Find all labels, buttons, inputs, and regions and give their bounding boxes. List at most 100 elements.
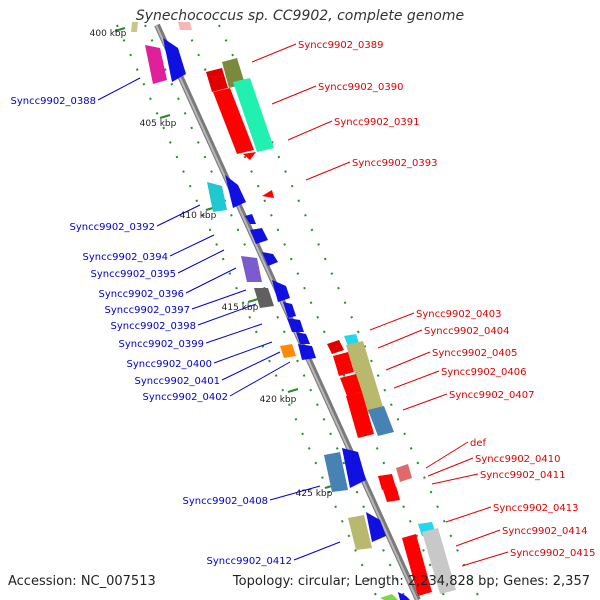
- gene-feature-0396a[interactable]: [241, 256, 262, 282]
- scale-tick-label: 405 kbp: [140, 119, 177, 129]
- gene-label-reverse[interactable]: Syncc9902_0398: [111, 321, 197, 332]
- gene-feature-0398[interactable]: [272, 280, 290, 302]
- leader-line: [269, 485, 321, 501]
- gene-label-reverse[interactable]: Syncc9902_0400: [127, 359, 213, 370]
- map-title: Synechococcus sp. CC9902, complete genom…: [135, 8, 465, 24]
- gene-feature-0396b[interactable]: [262, 252, 278, 266]
- gene-label-reverse[interactable]: Syncc9902_0399: [119, 339, 205, 350]
- gene-feature-0390b[interactable]: [233, 78, 274, 152]
- gene-feature-0407b[interactable]: [368, 406, 394, 436]
- gene-feature-edge-blue[interactable]: [398, 592, 410, 600]
- gene-label-reverse[interactable]: Syncc9902_0396: [99, 289, 185, 300]
- gene-feature-0406[interactable]: [340, 374, 362, 396]
- gene-feature[interactable]: [178, 22, 192, 30]
- genome-summary-text: Topology: circular; Length: 2,234,828 bp…: [232, 574, 590, 589]
- gene-label-forward[interactable]: Syncc9902_0413: [493, 503, 579, 514]
- gene-label-reverse[interactable]: Syncc9902_0401: [135, 376, 221, 387]
- gene-label-forward[interactable]: Syncc9902_0403: [416, 309, 502, 320]
- forward-strand-features: [178, 22, 456, 596]
- gene-feature-0388b[interactable]: [163, 38, 186, 82]
- gene-label-forward[interactable]: Syncc9902_0391: [334, 117, 420, 128]
- gene-feature-0405b[interactable]: [333, 352, 354, 376]
- leader-line: [425, 441, 469, 469]
- gene-label-forward[interactable]: Syncc9902_0390: [318, 82, 404, 93]
- gene-feature-0392a[interactable]: [207, 182, 227, 212]
- gene-feature-0391[interactable]: [213, 88, 254, 154]
- scale-tick-label: 420 kbp: [260, 395, 297, 405]
- leader-line: [377, 329, 423, 349]
- gene-feature-0392b[interactable]: [225, 175, 246, 208]
- scale-tick-label: 400 kbp: [90, 29, 127, 39]
- gene-feature-0408b[interactable]: [342, 448, 366, 488]
- scale-tick-label: 410 kbp: [180, 211, 217, 221]
- leader-line: [271, 85, 317, 105]
- leader-line: [177, 249, 225, 274]
- leader-line: [213, 341, 273, 364]
- gene-feature[interactable]: [131, 22, 138, 32]
- leader-line: [445, 506, 492, 523]
- label-leaders: [97, 43, 509, 567]
- leader-line: [169, 234, 215, 257]
- gene-label-forward[interactable]: Syncc9902_0404: [424, 326, 510, 337]
- gene-label-forward[interactable]: def: [470, 438, 487, 449]
- gene-label-reverse[interactable]: Syncc9902_0402: [143, 392, 229, 403]
- leader-line: [229, 361, 291, 397]
- gene-label-reverse[interactable]: Syncc9902_0394: [83, 252, 169, 263]
- gene-feature-0401[interactable]: [280, 344, 296, 358]
- gene-feature-edge-green[interactable]: [380, 594, 398, 600]
- gene-labels: Syncc9902_0389Syncc9902_0390Syncc9902_03…: [11, 40, 596, 567]
- leader-line: [402, 393, 448, 411]
- gene-label-forward[interactable]: Syncc9902_0406: [441, 367, 527, 378]
- scale-tick-mark: [114, 27, 126, 32]
- gene-feature-0402[interactable]: [298, 344, 316, 360]
- gene-label-forward[interactable]: Syncc9902_0393: [352, 158, 438, 169]
- gene-feature-0410[interactable]: [378, 474, 396, 490]
- leader-line: [369, 312, 415, 331]
- gene-feature-0412b[interactable]: [366, 512, 386, 542]
- gene-feature-0394[interactable]: [245, 214, 256, 224]
- gene-label-reverse[interactable]: Syncc9902_0397: [105, 305, 191, 316]
- gene-feature-0388a[interactable]: [145, 45, 167, 84]
- scale-tick-mark: [159, 114, 171, 119]
- gene-label-forward[interactable]: Syncc9902_0414: [502, 526, 588, 537]
- gene-feature-0407a[interactable]: [346, 392, 374, 438]
- gene-feature-0404[interactable]: [346, 341, 384, 414]
- gene-label-reverse[interactable]: Syncc9902_0388: [11, 96, 97, 107]
- gene-label-reverse[interactable]: Syncc9902_0392: [70, 222, 156, 233]
- gene-label-forward[interactable]: Syncc9902_0407: [449, 390, 535, 401]
- gene-feature-0389[interactable]: [222, 58, 245, 88]
- leader-line: [185, 267, 237, 294]
- gene-feature-def[interactable]: [396, 464, 412, 482]
- leader-line: [393, 370, 440, 389]
- gene-label-forward[interactable]: Syncc9902_0415: [510, 548, 596, 559]
- gene-feature-0397[interactable]: [254, 288, 274, 308]
- leader-line: [305, 161, 351, 181]
- gene-feature-0393[interactable]: [262, 190, 274, 198]
- gene-feature-0399b[interactable]: [287, 318, 304, 332]
- gene-label-reverse[interactable]: Syncc9902_0395: [91, 269, 177, 280]
- gene-feature-0391-tip[interactable]: [243, 152, 256, 160]
- gene-feature-0412a[interactable]: [348, 515, 372, 550]
- gene-label-forward[interactable]: Syncc9902_0405: [432, 348, 518, 359]
- gene-label-forward[interactable]: Syncc9902_0389: [298, 40, 384, 51]
- scale-tick-label: 415 kbp: [222, 303, 259, 313]
- gene-label-reverse[interactable]: Syncc9902_0412: [207, 556, 293, 567]
- gene-feature-0405a[interactable]: [327, 340, 344, 354]
- gene-feature-0399a[interactable]: [283, 302, 296, 318]
- gene-feature-0400[interactable]: [296, 332, 310, 344]
- leader-line: [427, 457, 474, 477]
- scale-tick-mark: [287, 388, 299, 393]
- gene-label-reverse[interactable]: Syncc9902_0408: [183, 496, 269, 507]
- gene-label-forward[interactable]: Syncc9902_0411: [480, 470, 566, 481]
- leader-line: [251, 43, 297, 63]
- leader-line: [197, 303, 257, 326]
- gene-feature-0415[interactable]: [402, 534, 432, 596]
- gene-feature-0414[interactable]: [422, 528, 456, 594]
- gene-feature-0390a[interactable]: [206, 68, 228, 92]
- gene-label-forward[interactable]: Syncc9902_0410: [475, 454, 561, 465]
- leader-line: [156, 204, 201, 227]
- gene-feature-0411[interactable]: [383, 486, 400, 502]
- gene-feature-0395[interactable]: [250, 228, 268, 244]
- gene-feature-0408a[interactable]: [324, 452, 348, 492]
